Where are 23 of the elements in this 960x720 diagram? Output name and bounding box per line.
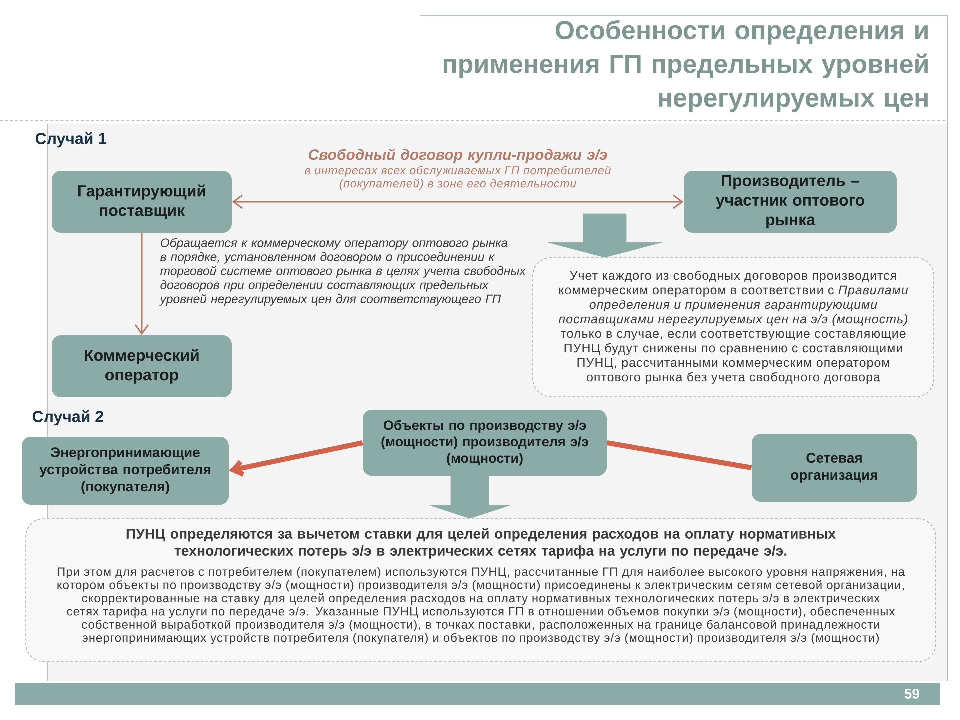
process-box: Сетевая организация: [752, 434, 917, 502]
edge-note: в интересах всех обслуживаемых ГП потребителей (покупателей) в зоне его деятельности: [305, 166, 611, 190]
arrow: [232, 194, 684, 210]
note-box: Учет каждого из свободных договоров производится коммерческим оператором в соответствии с Правилами определения и применения гарантирующими поставщиками нерегулируемых цен на э/э (мощность) только в случае, если соответствующие составляющие ПУНЦ будут снижены по сравнению с составляющими ПУНЦ, рассчитанными коммерческим оператором оптового рынка без учета свободного договора: [532, 258, 934, 398]
case-heading: Случай 2: [32, 410, 104, 426]
note-text: При этом для расчетов с потребителем (покупателем) используются ПУНЦ, рассчитанные ГП для наиболее высокого уровня напряжения, на котором объекты по производству э/э (мощности) производителя э/э (мощности) присоединены к электрическим сетям сетевой организации, скорректированные на ставку для целей определения расходов на оплату нормативных технологических потерь э/э в электрических сетях тарифа на услуги по передаче э/э. Указанные ПУНЦ используются ГП в отношении объемов покупки э/э (мощности), обеспеченных собственной выработкой производителя э/э (мощности), в точках поставки, расположенных на границе балансовой принадлежности энергопринимающих устройств потребителя (покупателя) и объектов по производству э/э (мощности) производителя э/э (мощности): [58, 567, 905, 645]
arrow: [229, 440, 364, 477]
process-box: Коммерческий оператор: [52, 336, 232, 398]
edge-label: Обращается к коммерческому оператору оптового рынка в порядке, установленном договором о присоединении к торговой системе оптового рынка в целях учета свободных договоров при определении составляющих предельных уровней нерегулируемых цен для соответствующего ГП: [160, 238, 526, 306]
process-box: Энергопринимающие устройства потребителя (покупателя): [22, 437, 229, 505]
block-arrow: [548, 214, 662, 258]
footer-bar: 59: [15, 683, 940, 705]
edge-label: Свободный договор купли-продажи э/э: [309, 148, 608, 164]
process-box: Объекты по производству э/э (мощности) производителя э/э (мощности): [363, 410, 607, 476]
process-box: Гарантирующий поставщик: [52, 171, 232, 233]
note-box: [26, 518, 936, 662]
note-heading: ПУНЦ определяются за вычетом ставки для целей определения расходов на оплату нормативных технологических потерь э/э в электрических сетях тарифа на услуги по передаче э/э.: [126, 528, 836, 559]
connector-line: [606, 440, 752, 470]
case-heading: Случай 1: [36, 132, 107, 148]
slide-title: Особенности определения и применения ГП предельных уровней нерегулируемых цен: [444, 20, 928, 112]
arrow: [134, 233, 150, 336]
process-box: Производитель – участник оптового рынка: [684, 171, 897, 233]
block-arrow: [430, 476, 510, 519]
